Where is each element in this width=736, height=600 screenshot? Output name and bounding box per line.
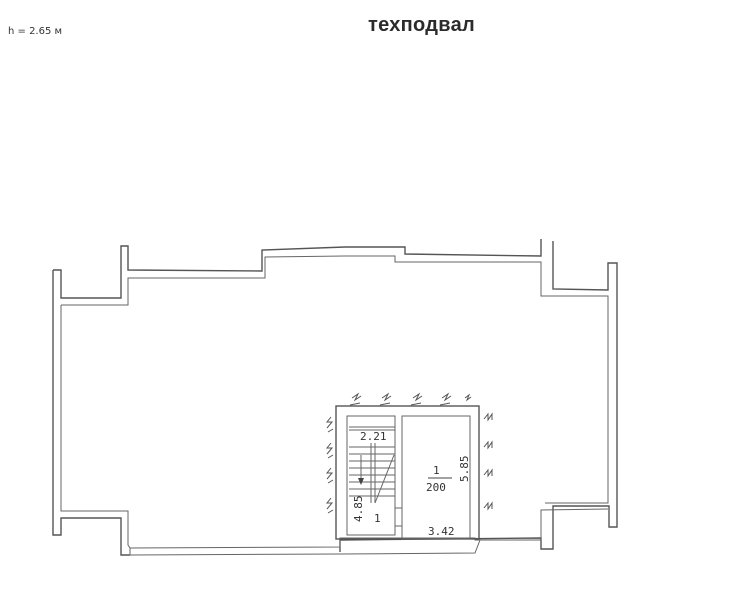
stair-width-label: 2.21 <box>360 430 387 443</box>
room-area-code: 200 <box>426 481 446 494</box>
stair-length-label: 4.85 <box>352 496 365 523</box>
earth-hatching <box>325 392 493 514</box>
stair-treads <box>349 446 395 497</box>
room-width-label: 3.42 <box>428 525 455 538</box>
core-block <box>335 405 480 540</box>
room-length-label: 5.85 <box>458 456 471 483</box>
ceiling-height-label: h = 2.65 м <box>8 26 63 37</box>
floor-title: техподвал <box>368 14 476 36</box>
outer-wall <box>52 239 618 556</box>
stair-room-number: 1 <box>374 512 381 525</box>
room-number: 1 <box>433 464 440 477</box>
